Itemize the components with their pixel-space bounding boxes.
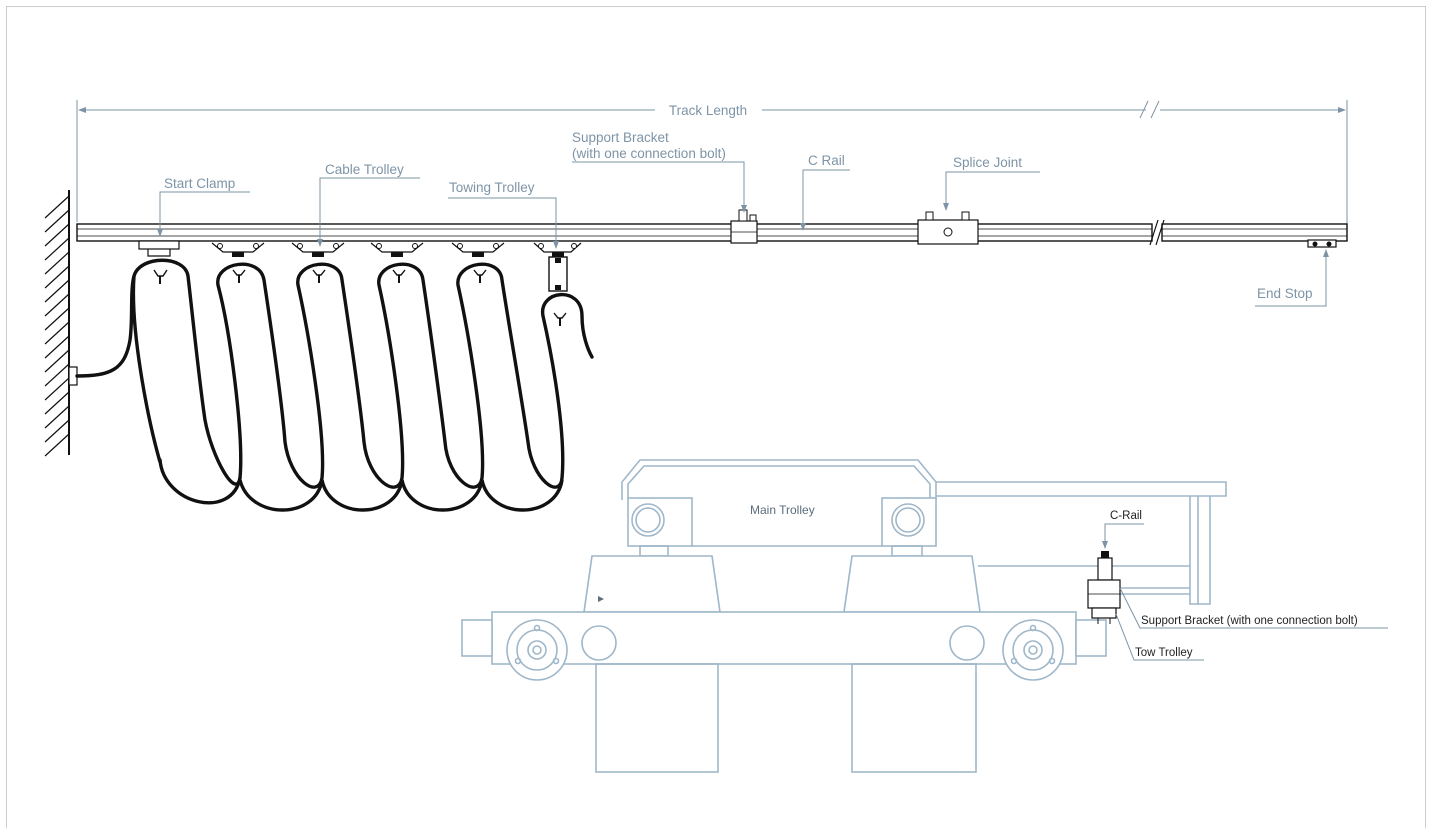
support-bracket-callout: Support Bracket (with one connection bol… — [572, 130, 747, 213]
towing-trolley-callout: Towing Trolley — [448, 180, 559, 249]
support-bracket — [730, 209, 758, 244]
start-clamp — [138, 240, 180, 284]
c-rail-track — [76, 219, 1348, 246]
c-rail-callout: C Rail — [800, 153, 850, 231]
detail-callouts: C-Rail Support Bracket (with one connect… — [1102, 510, 1388, 661]
cable-trolley-3 — [370, 242, 424, 283]
wall — [44, 190, 78, 457]
festoon-cable — [75, 258, 594, 505]
end-stop-callout: End Stop — [1255, 249, 1329, 307]
main-trolley-detail: Main Trolley — [461, 459, 1227, 773]
end-stop — [1307, 239, 1337, 248]
splice-joint-label: Splice Joint — [953, 155, 1022, 170]
cable-loops — [131, 275, 564, 512]
towing-trolley — [533, 242, 582, 326]
start-clamp-label: Start Clamp — [164, 176, 235, 191]
detail-c-rail-label: C-Rail — [1110, 510, 1142, 522]
splice-joint — [917, 211, 979, 245]
detail-rail-assembly — [1087, 551, 1121, 624]
c-rail-label: C Rail — [808, 153, 845, 168]
track-length-dimension: Track Length — [76, 100, 1348, 230]
cable-trolley-1 — [211, 242, 265, 283]
splice-joint-callout: Splice Joint — [943, 155, 1040, 211]
figure-frame — [6, 6, 1426, 828]
cable-trolley-2 — [291, 242, 345, 283]
track-length-label: Track Length — [669, 103, 747, 118]
detail-tow-trolley-label: Tow Trolley — [1135, 647, 1193, 659]
support-bracket-label-1: Support Bracket — [572, 130, 669, 145]
main-trolley-label: Main Trolley — [750, 503, 815, 517]
cable-trolley-4 — [451, 242, 505, 283]
start-clamp-callout: Start Clamp — [157, 176, 250, 237]
cable-trolley-label: Cable Trolley — [325, 162, 404, 177]
end-stop-label: End Stop — [1257, 286, 1313, 301]
support-bracket-label-2: (with one connection bolt) — [572, 146, 726, 161]
detail-support-bracket-label: Support Bracket (with one connection bol… — [1141, 615, 1358, 627]
towing-trolley-label: Towing Trolley — [449, 180, 535, 195]
cable-trolley-callout: Cable Trolley — [317, 162, 420, 247]
